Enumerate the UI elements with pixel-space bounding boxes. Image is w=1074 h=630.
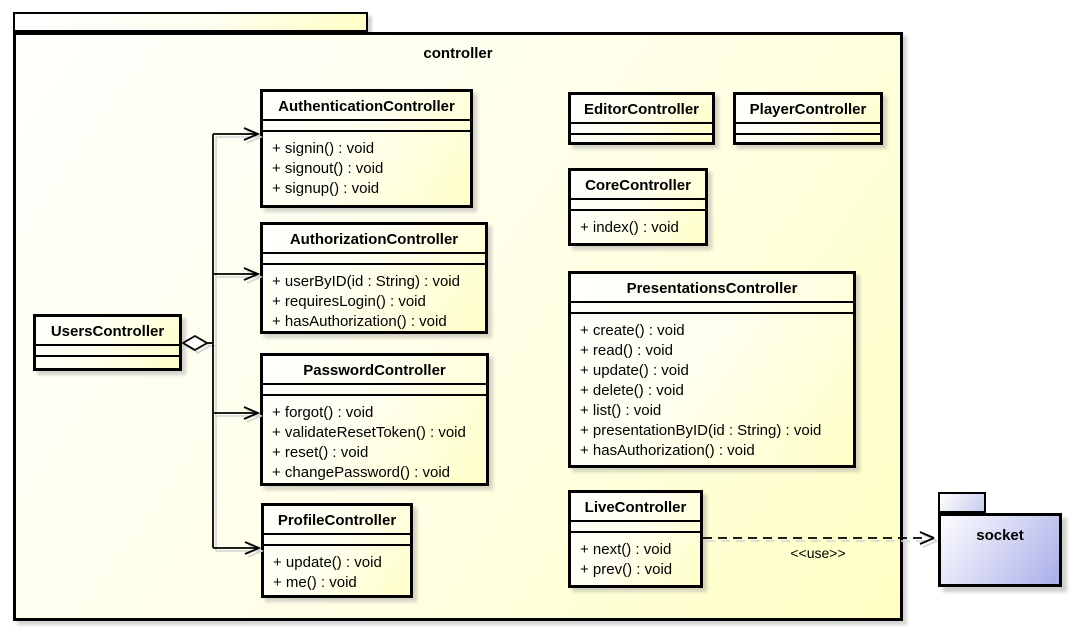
class-title: LiveController — [571, 493, 700, 522]
arrowhead-dependency — [919, 531, 935, 545]
methods-compartment: + next() : void + prev() : void — [571, 533, 700, 585]
class-presentations-controller[interactable]: PresentationsController + create() : voi… — [568, 271, 856, 468]
class-editor-controller[interactable]: EditorController — [568, 92, 715, 145]
class-title: PresentationsController — [571, 274, 853, 303]
method-label: + signout() : void — [272, 160, 384, 177]
class-live-controller[interactable]: LiveController + next() : void + prev() … — [568, 490, 703, 588]
method-label: + hasAuthorization() : void — [272, 313, 447, 330]
class-player-controller[interactable]: PlayerController — [733, 92, 883, 145]
attributes-compartment — [263, 121, 470, 132]
methods-compartment: + index() : void — [571, 211, 705, 243]
class-authentication-controller[interactable]: AuthenticationController + signin() : vo… — [260, 89, 473, 208]
method-label: + update() : void — [580, 362, 689, 379]
method-label: + signin() : void — [272, 140, 375, 157]
class-title: AuthorizationController — [263, 225, 485, 254]
socket-package-label: socket — [976, 527, 1024, 544]
class-core-controller[interactable]: CoreController + index() : void — [568, 168, 708, 246]
method-label: + userByID(id : String) : void — [272, 273, 460, 290]
class-title: AuthenticationController — [263, 92, 470, 121]
methods-compartment — [36, 357, 179, 368]
method-label: + index() : void — [580, 219, 679, 236]
method-label: + forgot() : void — [272, 404, 374, 421]
method-label: + validateResetToken() : void — [272, 424, 466, 441]
method-label: + update() : void — [273, 554, 382, 571]
class-title: CoreController — [571, 171, 705, 200]
class-profile-controller[interactable]: ProfileController + update() : void + me… — [261, 503, 413, 598]
method-label: + next() : void — [580, 541, 672, 558]
methods-compartment — [736, 135, 880, 142]
method-label: + presentationByID(id : String) : void — [580, 422, 822, 439]
class-title: EditorController — [571, 95, 712, 124]
method-label: + requiresLogin() : void — [272, 293, 426, 310]
use-stereotype-label: <<use>> — [790, 545, 846, 561]
methods-compartment: + forgot() : void + validateResetToken()… — [263, 396, 486, 483]
attributes-compartment — [36, 346, 179, 357]
methods-compartment: + update() : void + me() : void — [264, 546, 410, 595]
method-label: + hasAuthorization() : void — [580, 442, 755, 459]
method-label: + changePassword() : void — [272, 464, 451, 481]
class-authorization-controller[interactable]: AuthorizationController + userByID(id : … — [260, 222, 488, 334]
methods-compartment — [571, 135, 712, 142]
method-label: + signup() : void — [272, 180, 380, 197]
attributes-compartment — [571, 124, 712, 135]
method-label: + reset() : void — [272, 444, 369, 461]
controller-package-tab — [13, 12, 368, 32]
method-label: + prev() : void — [580, 561, 673, 578]
attributes-compartment — [571, 303, 853, 314]
attributes-compartment — [263, 385, 486, 396]
methods-compartment: + signin() : void + signout() : void + s… — [263, 132, 470, 205]
class-title: ProfileController — [264, 506, 410, 535]
class-users-controller[interactable]: UsersController — [33, 314, 182, 371]
attributes-compartment — [571, 200, 705, 211]
attributes-compartment — [264, 535, 410, 546]
class-title: PlayerController — [736, 95, 880, 124]
class-title: UsersController — [36, 317, 179, 346]
methods-compartment: + create() : void + read() : void + upda… — [571, 314, 853, 465]
method-label: + create() : void — [580, 322, 685, 339]
method-label: + delete() : void — [580, 382, 684, 399]
method-label: + me() : void — [273, 574, 357, 591]
controller-package-label: controller — [423, 45, 493, 62]
socket-package-body[interactable]: socket — [938, 513, 1062, 587]
methods-compartment: + userByID(id : String) : void + require… — [263, 265, 485, 331]
method-label: + list() : void — [580, 402, 662, 419]
class-password-controller[interactable]: PasswordController + forgot() : void + v… — [260, 353, 489, 486]
class-title: PasswordController — [263, 356, 486, 385]
attributes-compartment — [263, 254, 485, 265]
attributes-compartment — [571, 522, 700, 533]
attributes-compartment — [736, 124, 880, 135]
socket-package-tab — [938, 492, 986, 513]
method-label: + read() : void — [580, 342, 673, 359]
